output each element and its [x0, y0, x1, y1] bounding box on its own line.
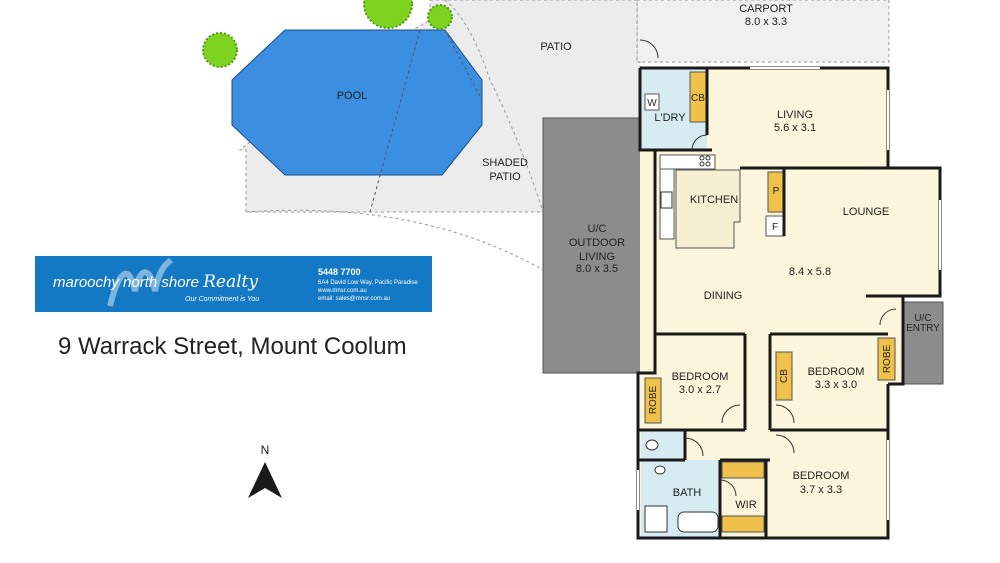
- laundry-label: L'DRY: [654, 112, 686, 124]
- washer-label: W: [647, 98, 657, 109]
- outdoor-living-label-3: LIVING: [579, 251, 615, 263]
- kitchen-side-bench: [659, 168, 675, 240]
- door-swing: [879, 308, 897, 326]
- robe-right-label: ROBE: [882, 345, 893, 374]
- house-floor: [640, 68, 940, 538]
- shaded-patio-label-2: PATIO: [489, 171, 521, 183]
- patio-curve-lower: [245, 209, 544, 271]
- fixture-labels: W CB P F ROBE CB ROBE: [647, 93, 893, 414]
- realty-brand-script: Realty: [203, 272, 258, 292]
- living-dims: 5.6 x 3.1: [774, 122, 816, 134]
- bedroom3-label: BEDROOM: [793, 470, 850, 482]
- wir-shelf: [721, 461, 765, 479]
- washer-box: [644, 93, 660, 111]
- door-swing: [691, 134, 708, 151]
- outdoor-living-label-2: OUTDOOR: [569, 237, 625, 249]
- dining-label: DINING: [704, 290, 743, 302]
- outdoor-living-dims: 8.0 x 3.5: [576, 263, 618, 275]
- bedroom1-label: BEDROOM: [672, 371, 729, 383]
- trees: [202, 0, 453, 68]
- realty-brand: maroochy north shore Realty: [53, 272, 258, 292]
- bath-label: BATH: [673, 487, 702, 499]
- kitchen-bench: [675, 169, 741, 249]
- room-labels: CARPORT 8.0 x 3.3 PATIO POOL SHADED PATI…: [337, 3, 940, 511]
- realty-contact: 6A4 David Low Way, Pacific Paradise www.…: [318, 279, 418, 303]
- living-label: LIVING: [777, 109, 813, 121]
- realty-email: email: sales@mnsr.com.au: [318, 296, 391, 302]
- sink-icon: [660, 191, 673, 209]
- realty-banner: maroochy north shore Realty Our Commitme…: [35, 256, 432, 312]
- shower-icon: [644, 505, 668, 533]
- robe-left: [644, 377, 662, 424]
- bedroom1-dims: 3.0 x 2.7: [679, 384, 721, 396]
- bathtub-icon: [677, 511, 719, 533]
- toilet-icon: [645, 439, 659, 451]
- bedroom2-dims: 3.3 x 3.0: [815, 379, 857, 391]
- entry-label-1: U/C: [914, 313, 931, 324]
- door-swing: [719, 479, 737, 497]
- door-swing: [639, 39, 659, 59]
- bedroom2-label: BEDROOM: [808, 366, 865, 378]
- pantry-label: P: [773, 186, 780, 197]
- bedroom-cupboard: [775, 351, 793, 401]
- laundry-cupboard-label: CB: [691, 93, 705, 104]
- realty-brand-name: maroochy north shore: [53, 274, 199, 291]
- pool-label: POOL: [337, 90, 368, 102]
- tree-icon: [202, 32, 238, 68]
- cooktop-icon: [699, 161, 705, 167]
- north-label: N: [261, 443, 270, 457]
- carport-slab: [636, 0, 890, 63]
- cooktop-icon: [705, 155, 711, 161]
- door-swing: [775, 434, 795, 454]
- shaded-patio-label-1: SHADED: [482, 157, 528, 169]
- robe-right: [877, 337, 896, 381]
- bedroom3-dims: 3.7 x 3.3: [800, 484, 842, 496]
- carport-dims: 8.0 x 3.3: [745, 16, 787, 28]
- property-address: 9 Warrack Street, Mount Coolum: [58, 333, 407, 360]
- robe-left-label: ROBE: [648, 386, 659, 415]
- fridge-label: F: [772, 222, 778, 233]
- door-swing: [684, 437, 704, 457]
- cooktop-icon: [699, 155, 705, 161]
- dining-dims: 8.4 x 5.8: [789, 266, 831, 278]
- realty-logo-mark-icon: [107, 257, 174, 307]
- tree-icon: [427, 4, 453, 30]
- bedroom-cupboard-label: CB: [779, 369, 790, 383]
- realty-phone: 5448 7700: [318, 267, 361, 277]
- basin-icon: [654, 465, 666, 475]
- patio-curve: [444, 0, 544, 213]
- realty-address: 6A4 David Low Way, Pacific Paradise: [318, 280, 418, 286]
- kitchen-label: KITCHEN: [690, 194, 738, 206]
- tree-icon: [363, 0, 413, 29]
- outdoor-living-label-1: U/C: [588, 223, 607, 235]
- entry-label-2: ENTRY: [906, 323, 940, 334]
- carport-label: CARPORT: [739, 3, 793, 15]
- pool-shape: [231, 29, 483, 176]
- pool-edge-line: [369, 29, 421, 213]
- door-swing: [775, 404, 795, 424]
- doors: [639, 39, 897, 497]
- windows: [637, 67, 941, 520]
- pool-edge-line-2: [444, 29, 483, 101]
- door-swing: [721, 404, 741, 424]
- patio-label: PATIO: [540, 41, 572, 53]
- lounge-label: LOUNGE: [843, 206, 889, 218]
- north-arrow-icon: N: [248, 443, 282, 498]
- cooktop-icon: [705, 161, 711, 167]
- entry-slab: [902, 301, 944, 385]
- realty-website: www.mnsr.com.au: [318, 288, 367, 294]
- wir-label: WIR: [735, 499, 756, 511]
- realty-tagline: Our Commitment is You: [185, 296, 260, 303]
- outdoor-living-slab: [542, 117, 656, 374]
- wir-shelf-2: [721, 515, 765, 533]
